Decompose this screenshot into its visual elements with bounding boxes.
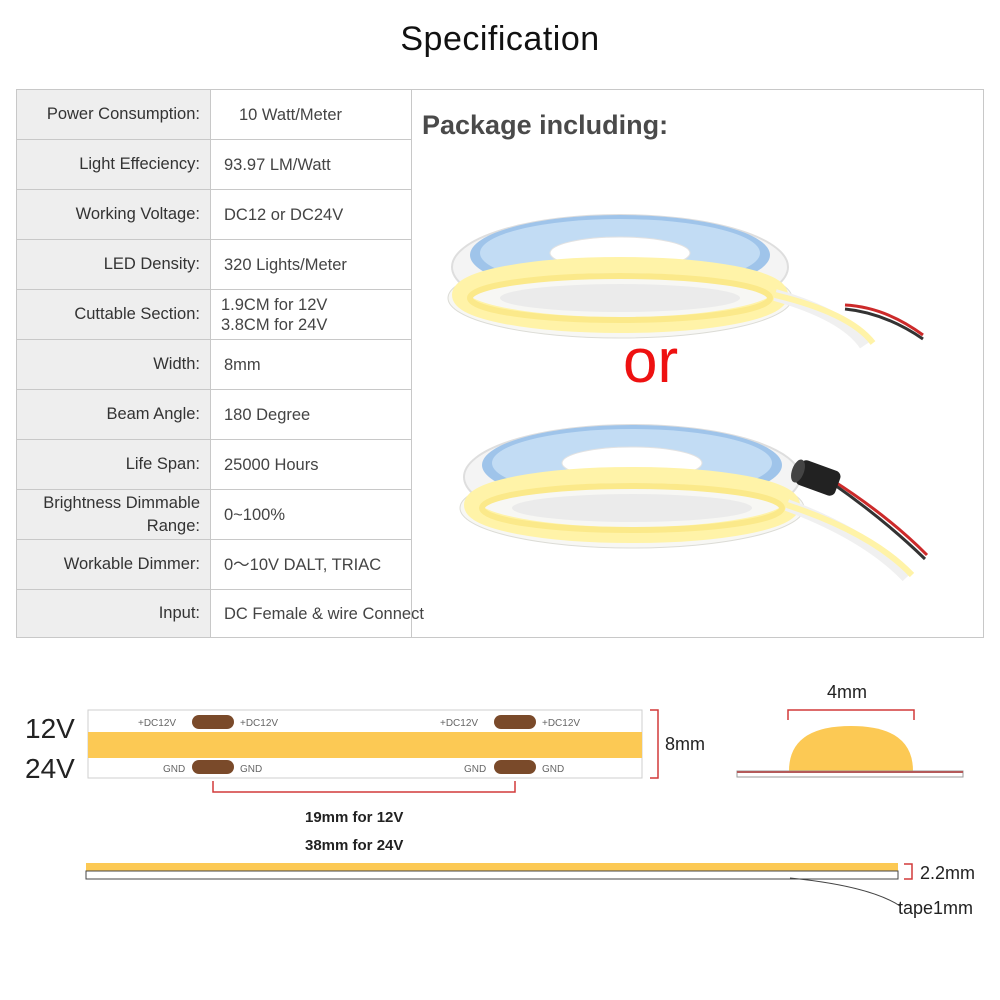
tape-pointer-line <box>789 877 901 907</box>
spec-row-voltage: Working Voltage: DC12 or DC24V <box>17 190 411 240</box>
spec-value: 25000 Hours <box>224 455 319 474</box>
spec-value: 180 Degree <box>224 405 311 424</box>
spec-value: 320 Lights/Meter <box>224 255 347 274</box>
spec-row-width: Width: 8mm <box>17 340 411 390</box>
cut-pad <box>494 760 536 774</box>
pad-label-gnd: GND <box>240 764 262 775</box>
spec-row-density: LED Density: 320 Lights/Meter <box>17 240 411 290</box>
spec-label: Power Consumption: <box>17 90 211 139</box>
spec-row-dimmer: Workable Dimmer: 0〜10V DALT, TRIAC <box>17 540 411 590</box>
tape-label: tape1mm <box>898 898 973 918</box>
spec-label: Life Span: <box>17 440 211 489</box>
pad-label-pos: +DC12V <box>240 718 278 729</box>
spec-label: Workable Dimmer: <box>17 540 211 589</box>
pad-label-pos: +DC12V <box>138 718 176 729</box>
spec-row-efficiency: Light Effeciency: 93.97 LM/Watt <box>17 140 411 190</box>
voltage-24-label: 24V <box>25 753 75 784</box>
dome-width-label: 4mm <box>827 682 867 702</box>
spec-row-power: Power Consumption: 10 Watt/Meter <box>17 90 411 140</box>
cut-length-24v: 38mm for 24V <box>305 837 403 854</box>
spec-label: Cuttable Section: <box>17 290 211 339</box>
spec-value: 0~100% <box>224 505 286 524</box>
cut-length-12v: 19mm for 12V <box>305 809 403 826</box>
width-bracket <box>650 709 659 779</box>
spec-row-cuttable: Cuttable Section: 1.9CM for 12V 3.8CM fo… <box>17 290 411 340</box>
spec-row-lifespan: Life Span: 25000 Hours <box>17 440 411 490</box>
spec-value: 8mm <box>224 355 261 374</box>
spec-table: Power Consumption: 10 Watt/Meter Light E… <box>17 90 424 637</box>
thickness-label: 2.2mm <box>920 863 975 883</box>
dome-width-bracket <box>787 709 915 720</box>
spec-row-beam: Beam Angle: 180 Degree <box>17 390 411 440</box>
cut-pad <box>192 715 234 729</box>
spec-label: Light Effeciency: <box>17 140 211 189</box>
spec-row-input: Input: DC Female & wire Connect <box>17 590 424 637</box>
side-view-tape-layer <box>85 870 899 880</box>
pad-label-pos: +DC12V <box>440 718 478 729</box>
spec-value: 0〜10V DALT, TRIAC <box>224 555 382 574</box>
led-reel-dc-connector-image <box>459 424 929 582</box>
package-title: Package including: <box>422 110 669 140</box>
spec-panel: Power Consumption: 10 Watt/Meter Light E… <box>16 89 984 638</box>
spec-label: Width: <box>17 340 211 389</box>
or-separator: or <box>623 327 679 396</box>
led-emitting-band <box>88 732 642 758</box>
spec-value: DC12 or DC24V <box>224 205 344 224</box>
phosphor-dome <box>789 726 913 771</box>
spec-label: Working Voltage: <box>17 190 211 239</box>
pad-label-pos: +DC12V <box>542 718 580 729</box>
width-label: 8mm <box>665 734 705 754</box>
cut-pad <box>192 760 234 774</box>
page-title: Specification <box>400 20 600 58</box>
spec-value: 93.97 LM/Watt <box>224 155 331 174</box>
spec-value: 1.9CM for 12V 3.8CM for 24V <box>221 295 328 334</box>
pad-label-gnd: GND <box>464 764 486 775</box>
spec-label: Brightness Dimmable Range: <box>17 490 211 539</box>
spec-value: DC Female & wire Connect <box>224 604 424 623</box>
spec-label: Input: <box>17 590 211 637</box>
dimension-diagram: 12V 24V +DC12V +DC12V +DC12V +DC12V GND … <box>25 682 975 918</box>
side-view-led-layer <box>86 863 898 871</box>
led-reel-wire-image <box>447 214 924 349</box>
spec-label: LED Density: <box>17 240 211 289</box>
thickness-bracket <box>904 863 913 880</box>
cut-length-bracket <box>212 781 516 793</box>
pad-label-gnd: GND <box>163 764 185 775</box>
spec-row-brightness: Brightness Dimmable Range: 0~100% <box>17 490 411 540</box>
voltage-12-label: 12V <box>25 713 75 744</box>
pad-label-gnd: GND <box>542 764 564 775</box>
cut-pad <box>494 715 536 729</box>
cross-section-pcb <box>737 771 963 773</box>
spec-value: 10 Watt/Meter <box>239 105 343 124</box>
spec-label: Beam Angle: <box>17 390 211 439</box>
